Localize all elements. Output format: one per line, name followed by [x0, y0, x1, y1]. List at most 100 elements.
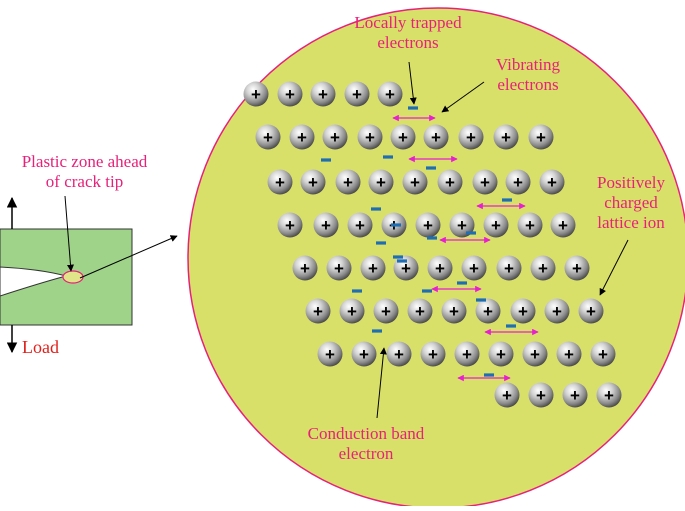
lattice-ion-sphere	[347, 212, 373, 238]
trapped-label-line2: electrons	[377, 33, 439, 52]
lattice-ion: +	[544, 298, 570, 324]
lattice-ion: +	[449, 212, 475, 238]
lattice-ion-sphere	[493, 124, 519, 150]
lattice-ion: +	[475, 298, 501, 324]
lattice-ion-sphere	[458, 124, 484, 150]
lattice-ion-sphere	[351, 341, 377, 367]
conduction-label-line2: electron	[338, 444, 394, 463]
lattice-ion-sphere	[373, 298, 399, 324]
lattice-ion-plus-sign: +	[502, 386, 512, 405]
lattice-ion-plus-sign: +	[536, 128, 546, 147]
electron	[422, 289, 432, 293]
lattice-ion-plus-sign: +	[435, 259, 445, 278]
lattice-ion-plus-sign: +	[343, 173, 353, 192]
lattice-ion-plus-sign: +	[513, 173, 523, 192]
lattice-ion: +	[530, 255, 556, 281]
conduction-electron-label: Conduction band electron	[285, 424, 447, 464]
lattice-ion: +	[305, 298, 331, 324]
trapped-electrons-label: Locally trapped electrons	[336, 13, 480, 53]
lattice-ion-plus-sign: +	[398, 128, 408, 147]
lattice-ion-plus-sign: +	[410, 173, 420, 192]
lattice-ion: +	[317, 341, 343, 367]
lattice-ion-sphere	[415, 212, 441, 238]
electron	[371, 207, 381, 211]
electron	[427, 236, 437, 240]
electron	[376, 241, 386, 245]
lattice-ion: +	[437, 169, 463, 195]
lattice-ion-sphere	[289, 124, 315, 150]
lattice-ion-plus-sign: +	[347, 302, 357, 321]
lattice-ion-plus-sign: +	[313, 302, 323, 321]
electron	[484, 373, 494, 377]
lattice-ion-sphere	[317, 341, 343, 367]
lattice-ion: +	[300, 169, 326, 195]
lattice-ion: +	[339, 298, 365, 324]
electron	[321, 158, 331, 162]
lattice-ion: +	[458, 124, 484, 150]
lattice-ion-plus-sign: +	[381, 302, 391, 321]
lattice-ion: +	[427, 255, 453, 281]
lattice-ion: +	[351, 341, 377, 367]
lattice-ion-plus-sign: +	[480, 173, 490, 192]
lattice-ion-plus-sign: +	[415, 302, 425, 321]
lattice-ion-sphere	[243, 81, 269, 107]
lattice-ion: +	[493, 124, 519, 150]
lattice-ion: +	[420, 341, 446, 367]
lattice-ion-sphere	[344, 81, 370, 107]
lattice-ion: +	[267, 169, 293, 195]
lattice-ion: +	[528, 382, 554, 408]
lattice-ion-sphere	[427, 255, 453, 281]
lattice-ion-sphere	[390, 124, 416, 150]
lattice-ion-plus-sign: +	[376, 173, 386, 192]
lattice-ion-sphere	[292, 255, 318, 281]
lattice-ion-sphere	[539, 169, 565, 195]
lattice-ion-sphere	[522, 341, 548, 367]
lattice-ion: +	[313, 212, 339, 238]
lattice-ion: +	[347, 212, 373, 238]
lattice-ion-sphere	[441, 298, 467, 324]
electron	[408, 106, 418, 110]
electron	[506, 324, 516, 328]
lattice-ion: +	[596, 382, 622, 408]
lattice-ion-plus-sign: +	[547, 173, 557, 192]
lattice-ion-sphere	[339, 298, 365, 324]
lattice-ion-plus-sign: +	[385, 85, 395, 104]
lattice-ion-sphere	[454, 341, 480, 367]
lattice-ion-sphere	[277, 81, 303, 107]
lattice-ion-plus-sign: +	[275, 173, 285, 192]
lattice-ion: +	[510, 298, 536, 324]
lattice-ion-plus-sign: +	[586, 302, 596, 321]
lattice-ion: +	[550, 212, 576, 238]
lattice-ion: +	[289, 124, 315, 150]
lattice-ion: +	[402, 169, 428, 195]
lattice-ion: +	[373, 298, 399, 324]
lattice-ion: +	[496, 255, 522, 281]
lattice-ion-plus-sign: +	[300, 259, 310, 278]
lattice-ion-plus-sign: +	[428, 345, 438, 364]
lattice-ion-sphere	[578, 298, 604, 324]
lattice-ion-label: Positively charged lattice ion	[582, 173, 680, 233]
lattice-ion: +	[386, 341, 412, 367]
vibration-arrow-group	[392, 114, 539, 382]
lattice-ion-sphere	[449, 212, 475, 238]
lattice-ion-sphere	[402, 169, 428, 195]
load-label: Load	[22, 337, 59, 357]
lattice-ion: +	[255, 124, 281, 150]
lattice-ion-sphere	[472, 169, 498, 195]
lattice-ion-plus-sign: +	[518, 302, 528, 321]
lattice-ion-plus-sign: +	[325, 345, 335, 364]
lattice-ion: +	[393, 255, 419, 281]
lattice-ion-plus-sign: +	[330, 128, 340, 147]
lattice-ion-plus-sign: +	[552, 302, 562, 321]
lattice-ion-plus-sign: +	[538, 259, 548, 278]
lattice-ion: +	[326, 255, 352, 281]
crack-tip-plastic-zone	[62, 270, 84, 284]
lattice-ion: +	[322, 124, 348, 150]
lattice-ion: +	[310, 81, 336, 107]
lattice-ion-sphere	[494, 382, 520, 408]
lattice-ion: +	[344, 81, 370, 107]
lattice-ion: +	[377, 81, 403, 107]
lattice-ion-sphere	[305, 298, 331, 324]
lattice-ion: +	[277, 212, 303, 238]
